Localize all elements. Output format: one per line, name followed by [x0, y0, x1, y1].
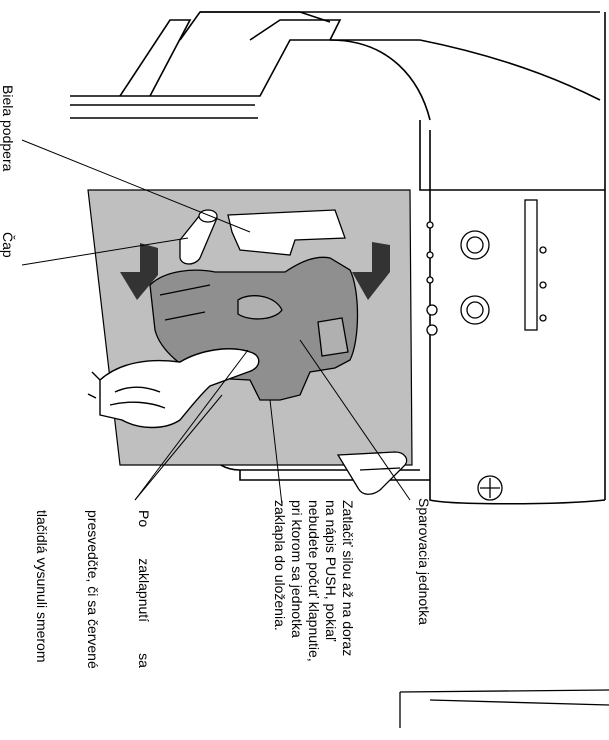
push-instruction-line: Zatlačiť silou až na doraz — [339, 500, 356, 700]
after-instruction-line: tlačidlá vysunuli smerom — [33, 510, 50, 740]
label-sparovacia-jednotka: Sparovacia jednotka — [415, 498, 432, 625]
push-instruction-line: na nápis PUSH, pokiaľ — [322, 500, 339, 700]
push-instruction-line: nebudete počuť klapnutie, — [305, 500, 322, 700]
label-biela-podpera: Biela podpera — [0, 85, 16, 171]
label-cap: Čap — [0, 232, 16, 258]
side-controls — [427, 200, 546, 500]
after-instruction-line: Po zaklapnutí sa — [135, 510, 152, 740]
after-instruction: Po zaklapnutí sa presvedčte, či sa červe… — [16, 510, 186, 740]
lever — [338, 452, 407, 494]
top-mechanism — [70, 12, 600, 120]
after-instruction-line: presvedčte, či sa červené — [84, 510, 101, 740]
push-instruction-line: pri ktorom sa jednotka — [288, 500, 305, 700]
next-figure — [400, 690, 609, 728]
push-instruction: Zatlačiť silou až na doraz na nápis PUSH… — [271, 500, 356, 700]
push-instruction-line: zaklapla do uloženia. — [271, 500, 288, 700]
